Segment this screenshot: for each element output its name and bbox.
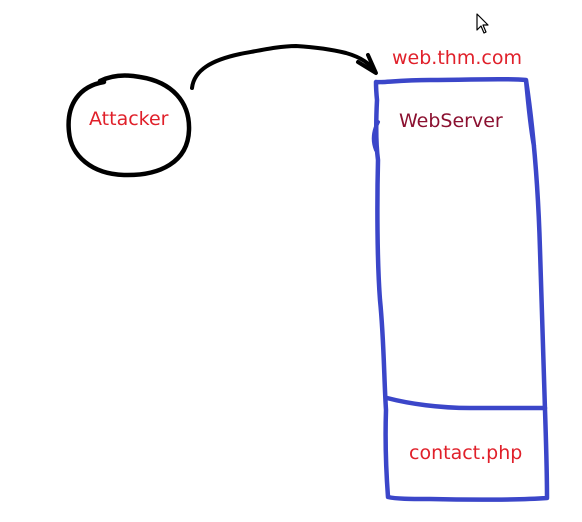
request-arrow-head <box>356 53 378 75</box>
webserver-label: WebServer <box>399 110 503 132</box>
host-label: web.thm.com <box>392 47 522 69</box>
attacker-label: Attacker <box>89 108 169 130</box>
contact-php-label: contact.php <box>409 442 523 464</box>
contact-section-divider <box>384 395 548 411</box>
webserver-box-inner-stroke <box>371 120 380 152</box>
webserver-box-outline <box>373 76 550 502</box>
attacker-node-outline <box>66 73 192 178</box>
mouse-pointer-icon <box>476 13 489 34</box>
request-arrow <box>190 43 377 90</box>
